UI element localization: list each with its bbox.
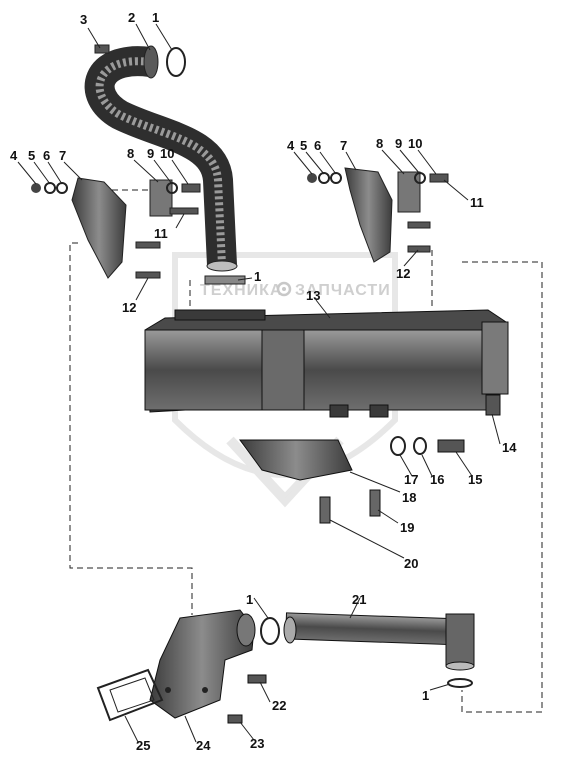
callout-24: 24 [196, 738, 211, 753]
o-ring-lower [447, 678, 473, 688]
watermark-right-text: ЗАПЧАСТИ [295, 282, 391, 299]
callout-23: 23 [250, 736, 264, 751]
callout-6: 6 [43, 148, 50, 163]
callout-9: 9 [147, 146, 154, 161]
callout-5: 5 [300, 138, 307, 153]
callout-3: 3 [80, 12, 87, 27]
callout-10: 10 [160, 146, 174, 161]
callout-11: 11 [154, 226, 168, 241]
callout-7: 7 [340, 138, 347, 153]
callout-2: 2 [128, 10, 135, 25]
callout-12: 12 [396, 266, 410, 281]
o-ring-upper [166, 47, 186, 77]
callout-6: 6 [314, 138, 321, 153]
callout-1: 1 [422, 688, 429, 703]
callout-16: 16 [430, 472, 444, 487]
callout-7: 7 [59, 148, 66, 163]
callout-8: 8 [127, 146, 134, 161]
callout-9: 9 [395, 136, 402, 151]
leader-lines [17, 23, 501, 743]
flange-gasket [204, 275, 246, 285]
callout-17: 17 [404, 472, 418, 487]
clamp-part-3 [94, 44, 110, 54]
callout-14: 14 [502, 440, 517, 455]
bolt-22 [247, 674, 267, 684]
callout-10: 10 [408, 136, 422, 151]
left-bracket-assembly [31, 177, 201, 279]
callout-5: 5 [28, 148, 35, 163]
callout-25: 25 [136, 738, 150, 753]
lower-bracket-assembly [239, 436, 465, 524]
callout-21: 21 [352, 592, 366, 607]
callout-12: 12 [122, 300, 136, 315]
callout-19: 19 [400, 520, 414, 535]
callout-13: 13 [306, 288, 320, 303]
callout-8: 8 [376, 136, 383, 151]
callout-1: 1 [152, 10, 159, 25]
callout-labels: 3 2 1 4 5 6 7 8 9 10 11 12 4 5 6 7 8 9 1… [10, 10, 517, 753]
gear-icon [276, 281, 292, 297]
bolt-23 [227, 714, 243, 724]
callout-4: 4 [287, 138, 295, 153]
callout-22: 22 [272, 698, 286, 713]
o-ring-middle [260, 617, 280, 645]
watermark-left-text: ТЕХНИКА [200, 282, 283, 299]
elbow-housing [149, 609, 256, 719]
flange-gasket-25 [96, 668, 164, 722]
callout-1: 1 [254, 269, 261, 284]
callout-20: 20 [404, 556, 418, 571]
main-tank-body [144, 309, 509, 418]
callout-11: 11 [470, 195, 484, 210]
upper-curved-pipe [84, 45, 238, 272]
callout-4: 4 [10, 148, 18, 163]
callout-1: 1 [246, 592, 253, 607]
callout-15: 15 [468, 472, 482, 487]
lower-pipe [283, 612, 475, 671]
right-bracket-assembly [307, 167, 449, 263]
callout-18: 18 [402, 490, 416, 505]
